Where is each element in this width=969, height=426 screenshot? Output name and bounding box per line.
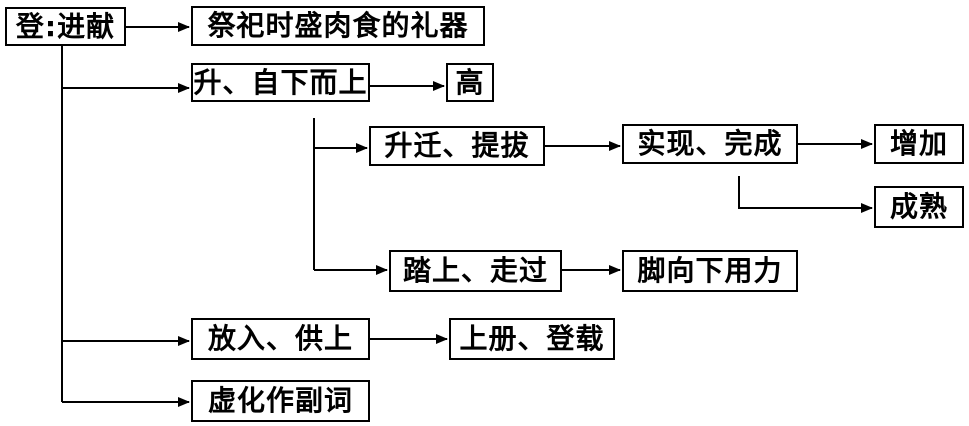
node-foot-force: 脚向下用力 bbox=[622, 250, 798, 292]
node-step-on: 踏上、走过 bbox=[389, 250, 562, 292]
node-rise: 升、自下而上 bbox=[191, 63, 370, 102]
node-put-in: 放入、供上 bbox=[191, 318, 370, 360]
node-high: 高 bbox=[446, 63, 494, 102]
node-root: 登:进献 bbox=[5, 7, 126, 46]
node-promote: 升迁、提拔 bbox=[369, 126, 545, 166]
node-increase: 增加 bbox=[874, 124, 964, 164]
node-record: 上册、登载 bbox=[449, 318, 615, 360]
node-realize: 实现、完成 bbox=[622, 124, 798, 164]
edge-realize-to-ripe bbox=[738, 176, 873, 213]
node-ripe: 成熟 bbox=[874, 186, 964, 228]
node-function-word: 虚化作副词 bbox=[191, 380, 370, 422]
node-ritual-vessel: 祭祀时盛肉食的礼器 bbox=[191, 6, 485, 46]
